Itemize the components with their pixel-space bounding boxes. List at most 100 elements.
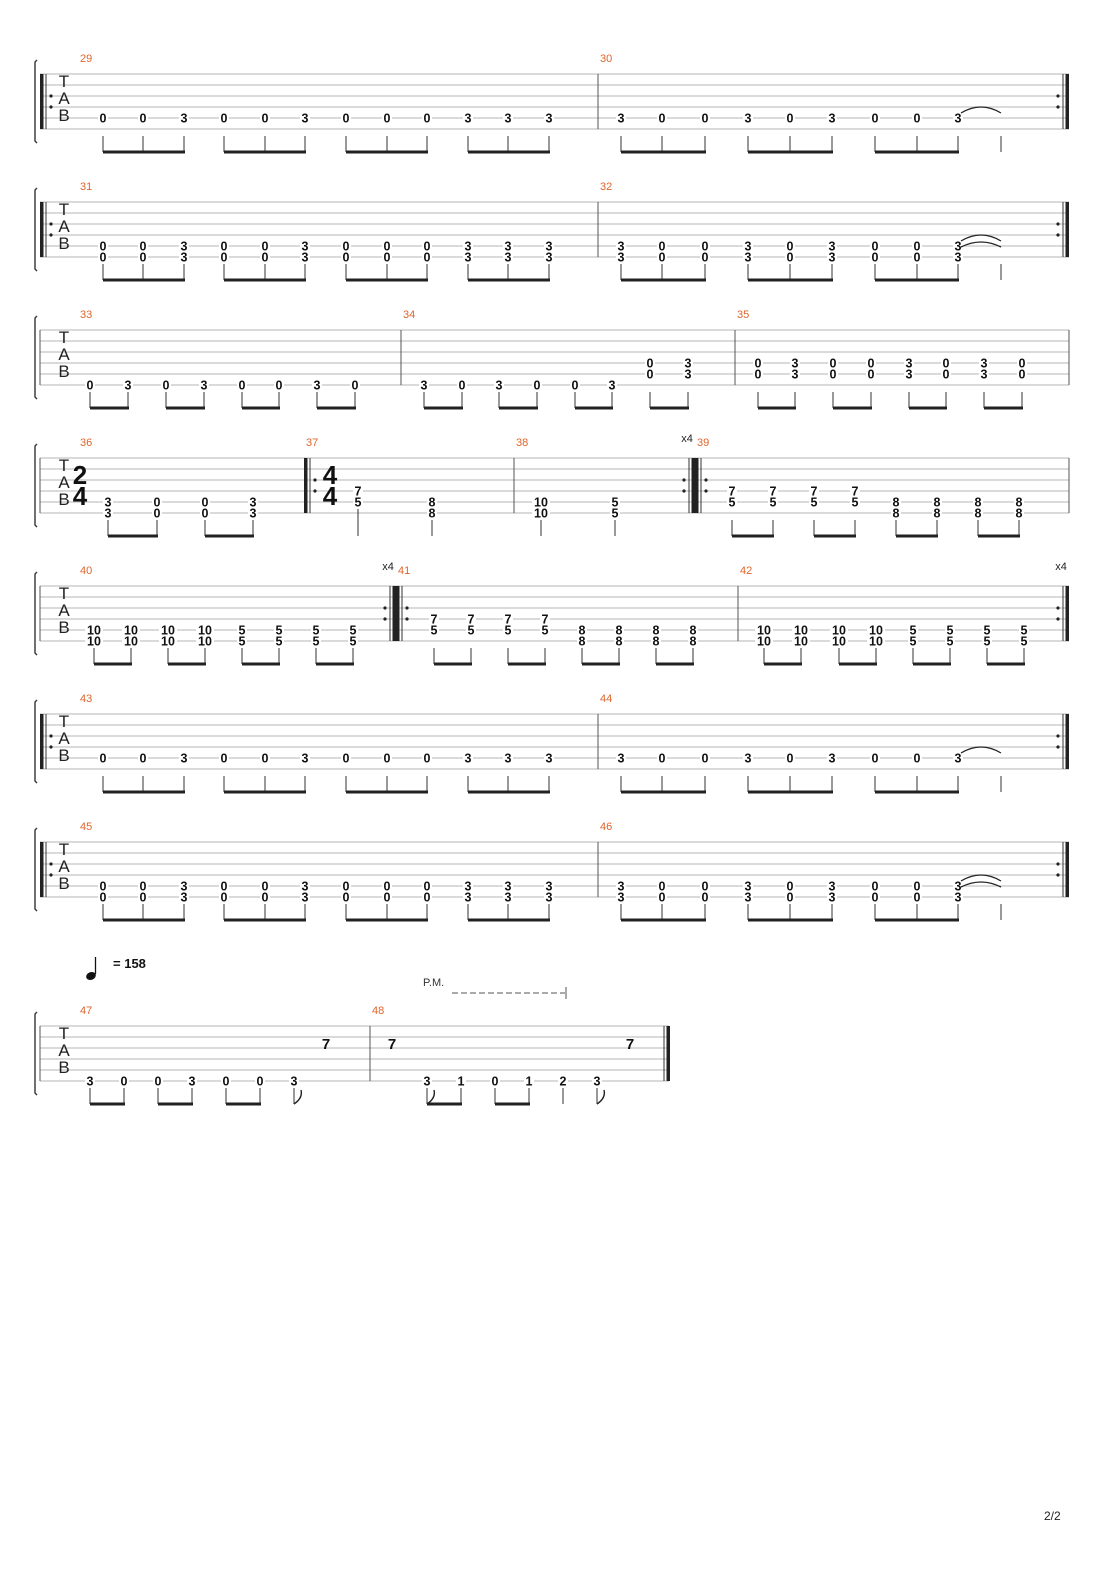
fret-number: 0 xyxy=(262,240,269,254)
fret-number: 10 xyxy=(87,624,101,638)
fret-backing xyxy=(248,496,258,508)
fret-number: 2 xyxy=(560,1075,567,1089)
fret-backing xyxy=(688,624,698,636)
tab-clef-letter: T xyxy=(59,712,69,731)
fret-number: 0 xyxy=(659,891,666,905)
fret-backing xyxy=(540,613,550,625)
fret-backing xyxy=(98,752,108,764)
fret-backing xyxy=(274,635,284,647)
beam xyxy=(896,534,938,538)
system-bracket xyxy=(34,699,38,784)
repeat-dot xyxy=(682,489,686,493)
repeat-dot xyxy=(49,734,53,738)
fret-backing xyxy=(503,752,513,764)
fret-number: 10 xyxy=(794,624,808,638)
fret-number: 0 xyxy=(914,112,921,126)
beam xyxy=(346,918,428,922)
fret-backing xyxy=(616,240,626,252)
repeat-dot xyxy=(313,478,317,482)
fret-number: 8 xyxy=(429,496,436,510)
fret-backing xyxy=(300,112,310,124)
measure-number: 40 xyxy=(80,565,92,577)
fret-backing xyxy=(979,357,989,369)
tab-clef-letter: A xyxy=(58,89,70,108)
tab-clef-letter: A xyxy=(58,729,70,748)
fret-backing xyxy=(870,752,880,764)
fret-backing xyxy=(348,635,358,647)
fret-number: 3 xyxy=(181,240,188,254)
fret-number: 10 xyxy=(124,624,138,638)
fret-number: 10 xyxy=(87,635,101,649)
fret-backing xyxy=(532,496,550,508)
fret-backing xyxy=(657,880,667,892)
fret-number: 8 xyxy=(893,507,900,521)
fret-backing xyxy=(300,240,310,252)
beam xyxy=(650,406,689,410)
fret-number: 3 xyxy=(981,357,988,371)
tab-clef-letter: B xyxy=(58,1058,69,1077)
fret-number: 8 xyxy=(934,507,941,521)
beam xyxy=(913,662,951,666)
beam xyxy=(103,278,185,282)
fret-number: 0 xyxy=(702,240,709,254)
measure-number: 44 xyxy=(600,693,612,705)
measure-number: 37 xyxy=(306,437,318,449)
fret-backing xyxy=(973,507,983,519)
fret-number: 0 xyxy=(100,112,107,126)
fret-number: 3 xyxy=(302,112,309,126)
system-bracket xyxy=(34,827,38,912)
fret-backing xyxy=(908,624,918,636)
fret-number: 0 xyxy=(140,112,147,126)
fret-number: 0 xyxy=(424,112,431,126)
fret-backing xyxy=(219,112,229,124)
fret-backing xyxy=(614,624,624,636)
fret-backing xyxy=(912,880,922,892)
fret-backing xyxy=(891,496,901,508)
tab-clef-letter: B xyxy=(58,234,69,253)
fret-number: 0 xyxy=(257,1075,264,1089)
measure-number: 47 xyxy=(80,1005,92,1017)
fret-number: 0 xyxy=(121,1075,128,1089)
fret-backing xyxy=(196,635,214,647)
fret-backing xyxy=(953,112,963,124)
fret-backing xyxy=(912,891,922,903)
repeat-start-thick-bar xyxy=(40,202,44,257)
fret-number: 3 xyxy=(201,379,208,393)
repeat-dot xyxy=(1056,606,1060,610)
fret-backing xyxy=(753,368,763,380)
repeat-start-thick-bar xyxy=(40,74,44,129)
fret-backing xyxy=(700,251,710,263)
beam xyxy=(90,406,129,410)
fret-backing xyxy=(753,357,763,369)
repeat-dot xyxy=(1056,873,1060,877)
fret-backing xyxy=(870,251,880,263)
fret-number: 3 xyxy=(955,251,962,265)
fret-backing xyxy=(427,507,437,519)
fret-number: 0 xyxy=(221,112,228,126)
fret-number: 3 xyxy=(302,891,309,905)
beam xyxy=(621,918,706,922)
fret-number: 5 xyxy=(1021,624,1028,638)
repeat-dot xyxy=(405,617,409,621)
fret-backing xyxy=(827,891,837,903)
repeat-start-thick-bar xyxy=(304,458,308,513)
fret-number: 3 xyxy=(745,880,752,894)
beam xyxy=(656,662,694,666)
fret-backing xyxy=(616,880,626,892)
fret-number: 7 xyxy=(468,613,475,627)
fret-backing xyxy=(688,635,698,647)
fret-backing xyxy=(179,891,189,903)
fret-backing xyxy=(700,752,710,764)
fret-backing xyxy=(503,240,513,252)
fret-backing xyxy=(463,880,473,892)
fret-number: 0 xyxy=(702,880,709,894)
tab-clef-letter: T xyxy=(59,456,69,475)
beam xyxy=(224,918,306,922)
repeat-end-thick-bar xyxy=(1065,586,1069,641)
repeat-dot xyxy=(49,222,53,226)
fret-number: 5 xyxy=(355,496,362,510)
fret-backing xyxy=(419,379,429,391)
fret-backing xyxy=(237,635,247,647)
fret-backing xyxy=(727,485,737,497)
repeat-start-thick-bar xyxy=(695,458,699,513)
